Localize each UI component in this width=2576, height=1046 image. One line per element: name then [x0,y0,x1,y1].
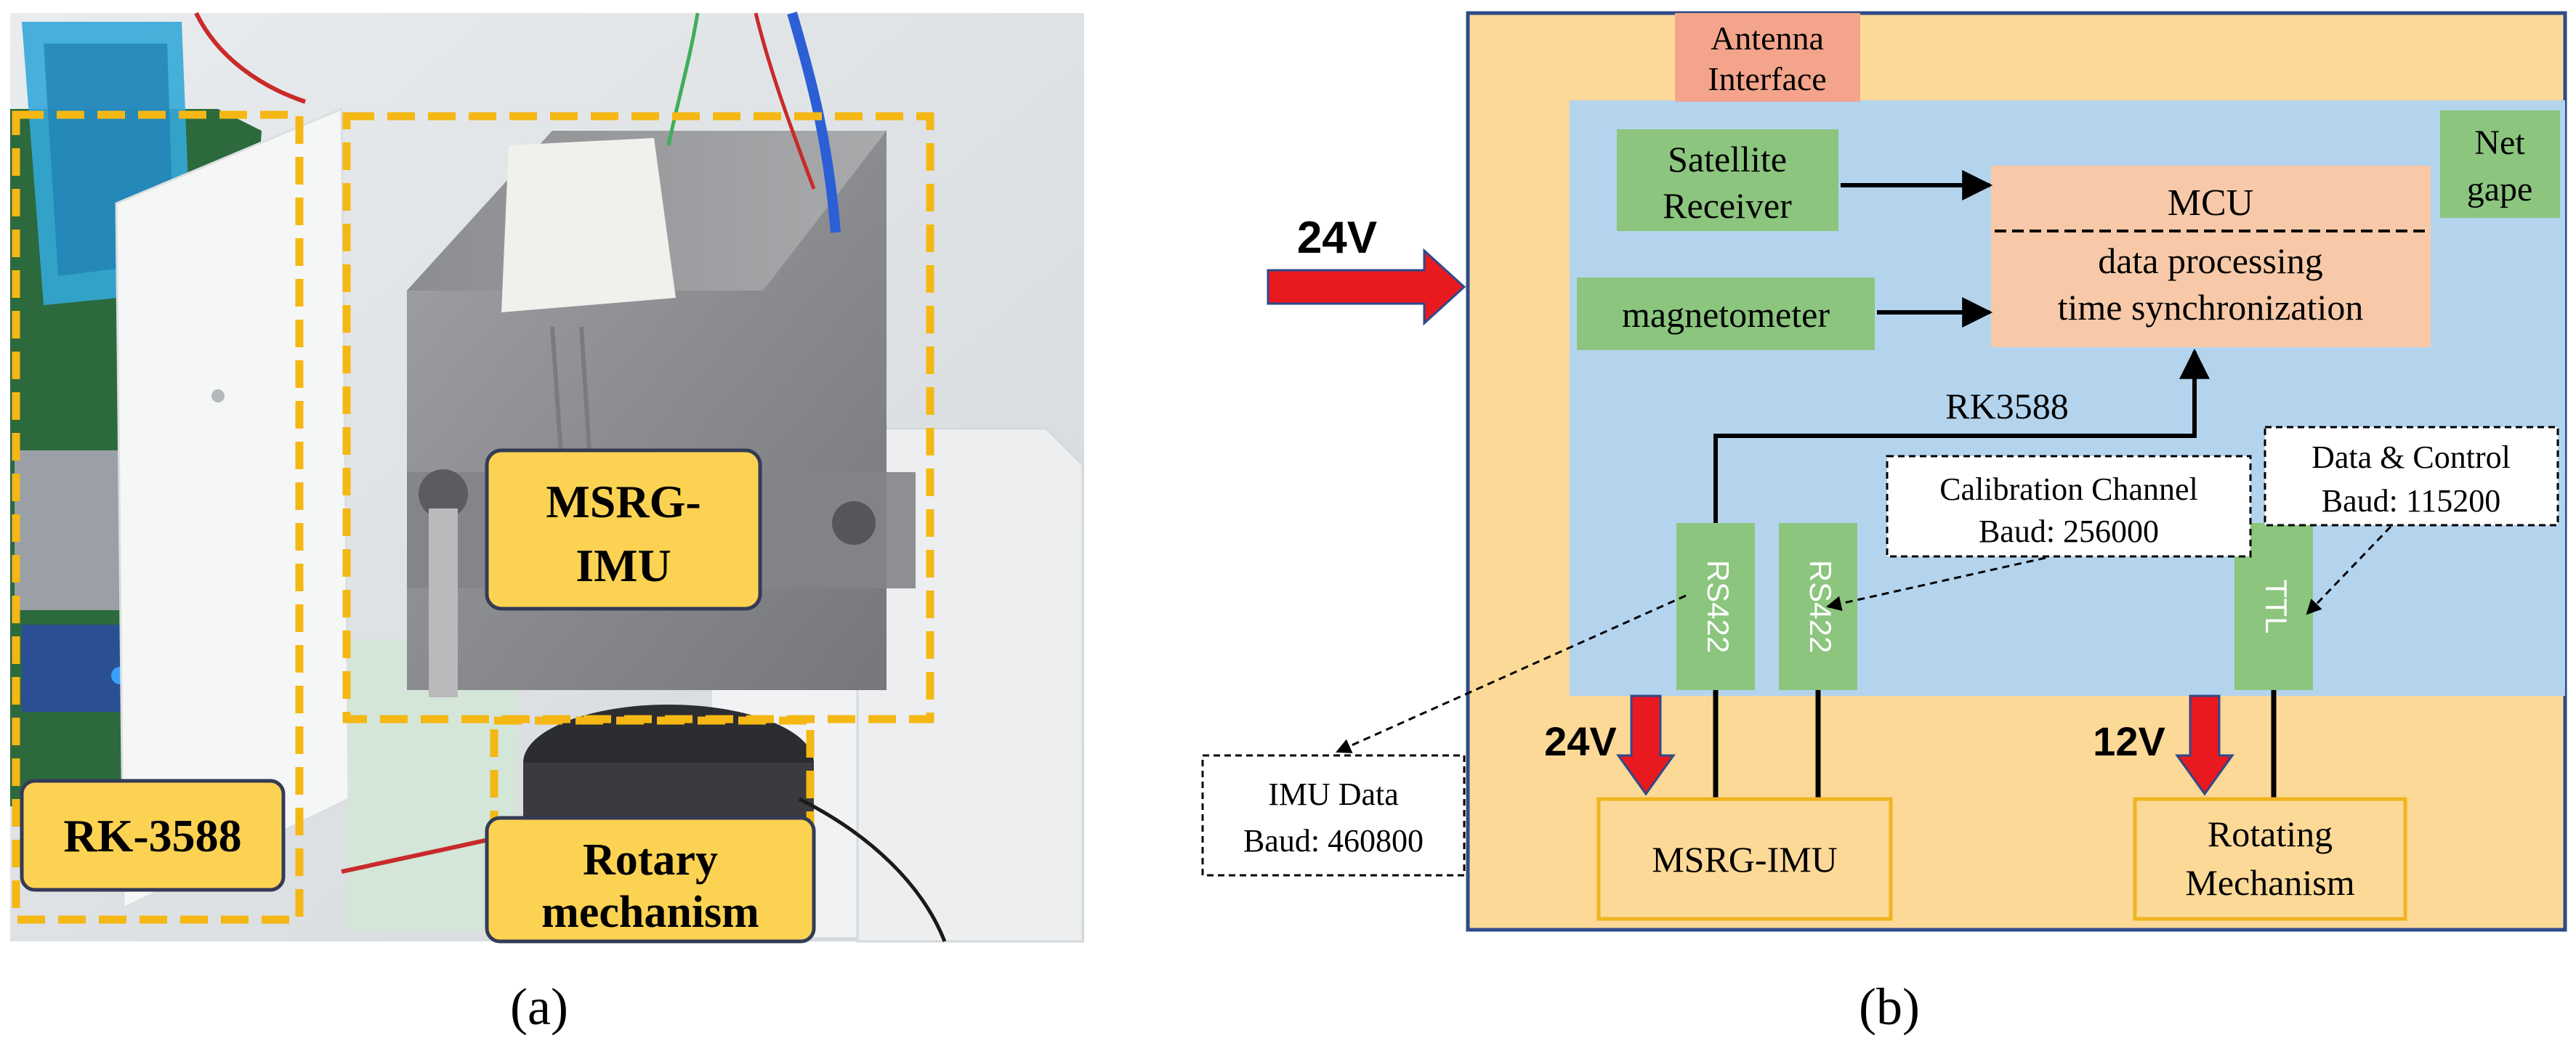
bracket-bolt [419,469,468,519]
net-gape-line1: Net [2474,123,2525,162]
rs422-port-b-label: RS422 [1804,560,1838,653]
input-voltage-label: 24V [1297,213,1377,263]
imu-data-line1: IMU Data [1268,777,1399,812]
wire-red-3 [341,833,509,874]
caption-b: (b) [1859,978,1920,1036]
rk3588-frame [12,110,304,924]
caption-a: (a) [510,978,568,1036]
calibration-pointer [1825,556,2046,612]
satellite-line2: Receiver [1663,185,1792,226]
antenna-interface [1675,13,1860,102]
input-power-arrow [1267,248,1466,326]
wire-black [798,797,947,942]
data-control-line1: Data & Control [2311,439,2511,475]
magnetometer [1577,277,1875,350]
rk3588-label: RK-3588 [63,810,241,861]
bracket-hole [832,501,876,545]
msrg-imu-output [1596,797,1893,921]
plate-hole [211,389,225,402]
data-control-callout [2264,426,2559,527]
wire-red [194,12,306,104]
imu-label-box [485,448,762,611]
msrg-imu-output-label: MSRG-IMU [1652,839,1838,880]
rotating-output-line1: Rotating [2208,814,2333,854]
mcu [1991,166,2431,347]
photo-panel: RK-3588 MSRG- IMU Rotary mechanism [10,12,1084,944]
data-control-line2: Baud: 115200 [2322,483,2500,519]
rotating-power-arrow [2175,694,2234,796]
net-gape [2440,110,2560,218]
antenna-label-line2: Interface [1708,60,1826,97]
antenna-label-line1: Antenna [1711,20,1824,57]
mcu-line1: data processing [2098,240,2323,281]
rk3588-label-box [20,779,286,892]
satellite-receiver [1617,129,1838,231]
imu-label-line2: IMU [576,540,671,591]
rotating-mechanism-output [2133,797,2407,921]
rotary-label-box [485,816,816,944]
bracket-screw [429,508,458,697]
calibration-callout [1886,455,2252,558]
imu-power-label: 24V [1544,718,1617,764]
rs422-port-b [1779,523,1857,690]
imu-power-arrow [1616,694,1676,796]
data-control-pointer [2306,525,2392,615]
wire-red-2 [754,12,816,190]
magnetometer-label: magnetometer [1622,294,1830,335]
rs422-port-a-label: RS422 [1701,560,1735,653]
satellite-line1: Satellite [1668,139,1787,179]
rk3588-label: RK3588 [1945,386,2068,426]
rotary-label-line2: mechanism [541,888,759,937]
rotating-output-line2: Mechanism [2185,862,2354,903]
rotating-power-label: 12V [2093,718,2165,764]
ethernet-port [15,450,124,610]
wire-green [666,12,700,146]
rk3588-bus-line [1713,348,2210,523]
net-gape-line2: gape [2467,170,2533,208]
usb-port [22,625,131,712]
imu-data-pointer [1336,594,1687,753]
ttl-port-label: TTL [2259,580,2293,634]
imu-label-line1: MSRG- [546,476,700,527]
calibration-line1: Calibration Channel [1939,471,2198,507]
imu-data-line2: Baud: 460800 [1243,823,1424,859]
calibration-line2: Baud: 256000 [1979,514,2159,549]
imu-label-tape [501,138,676,312]
mcu-line2: time synchronization [2058,287,2364,328]
rs422-port-a [1676,523,1755,690]
block-diagram: 24V Antenna Interface Net gape Satellite… [1201,11,2567,932]
rotary-label-line1: Rotary [583,835,718,885]
imu-data-callout [1201,754,1466,877]
mcu-title: MCU [2168,182,2253,224]
